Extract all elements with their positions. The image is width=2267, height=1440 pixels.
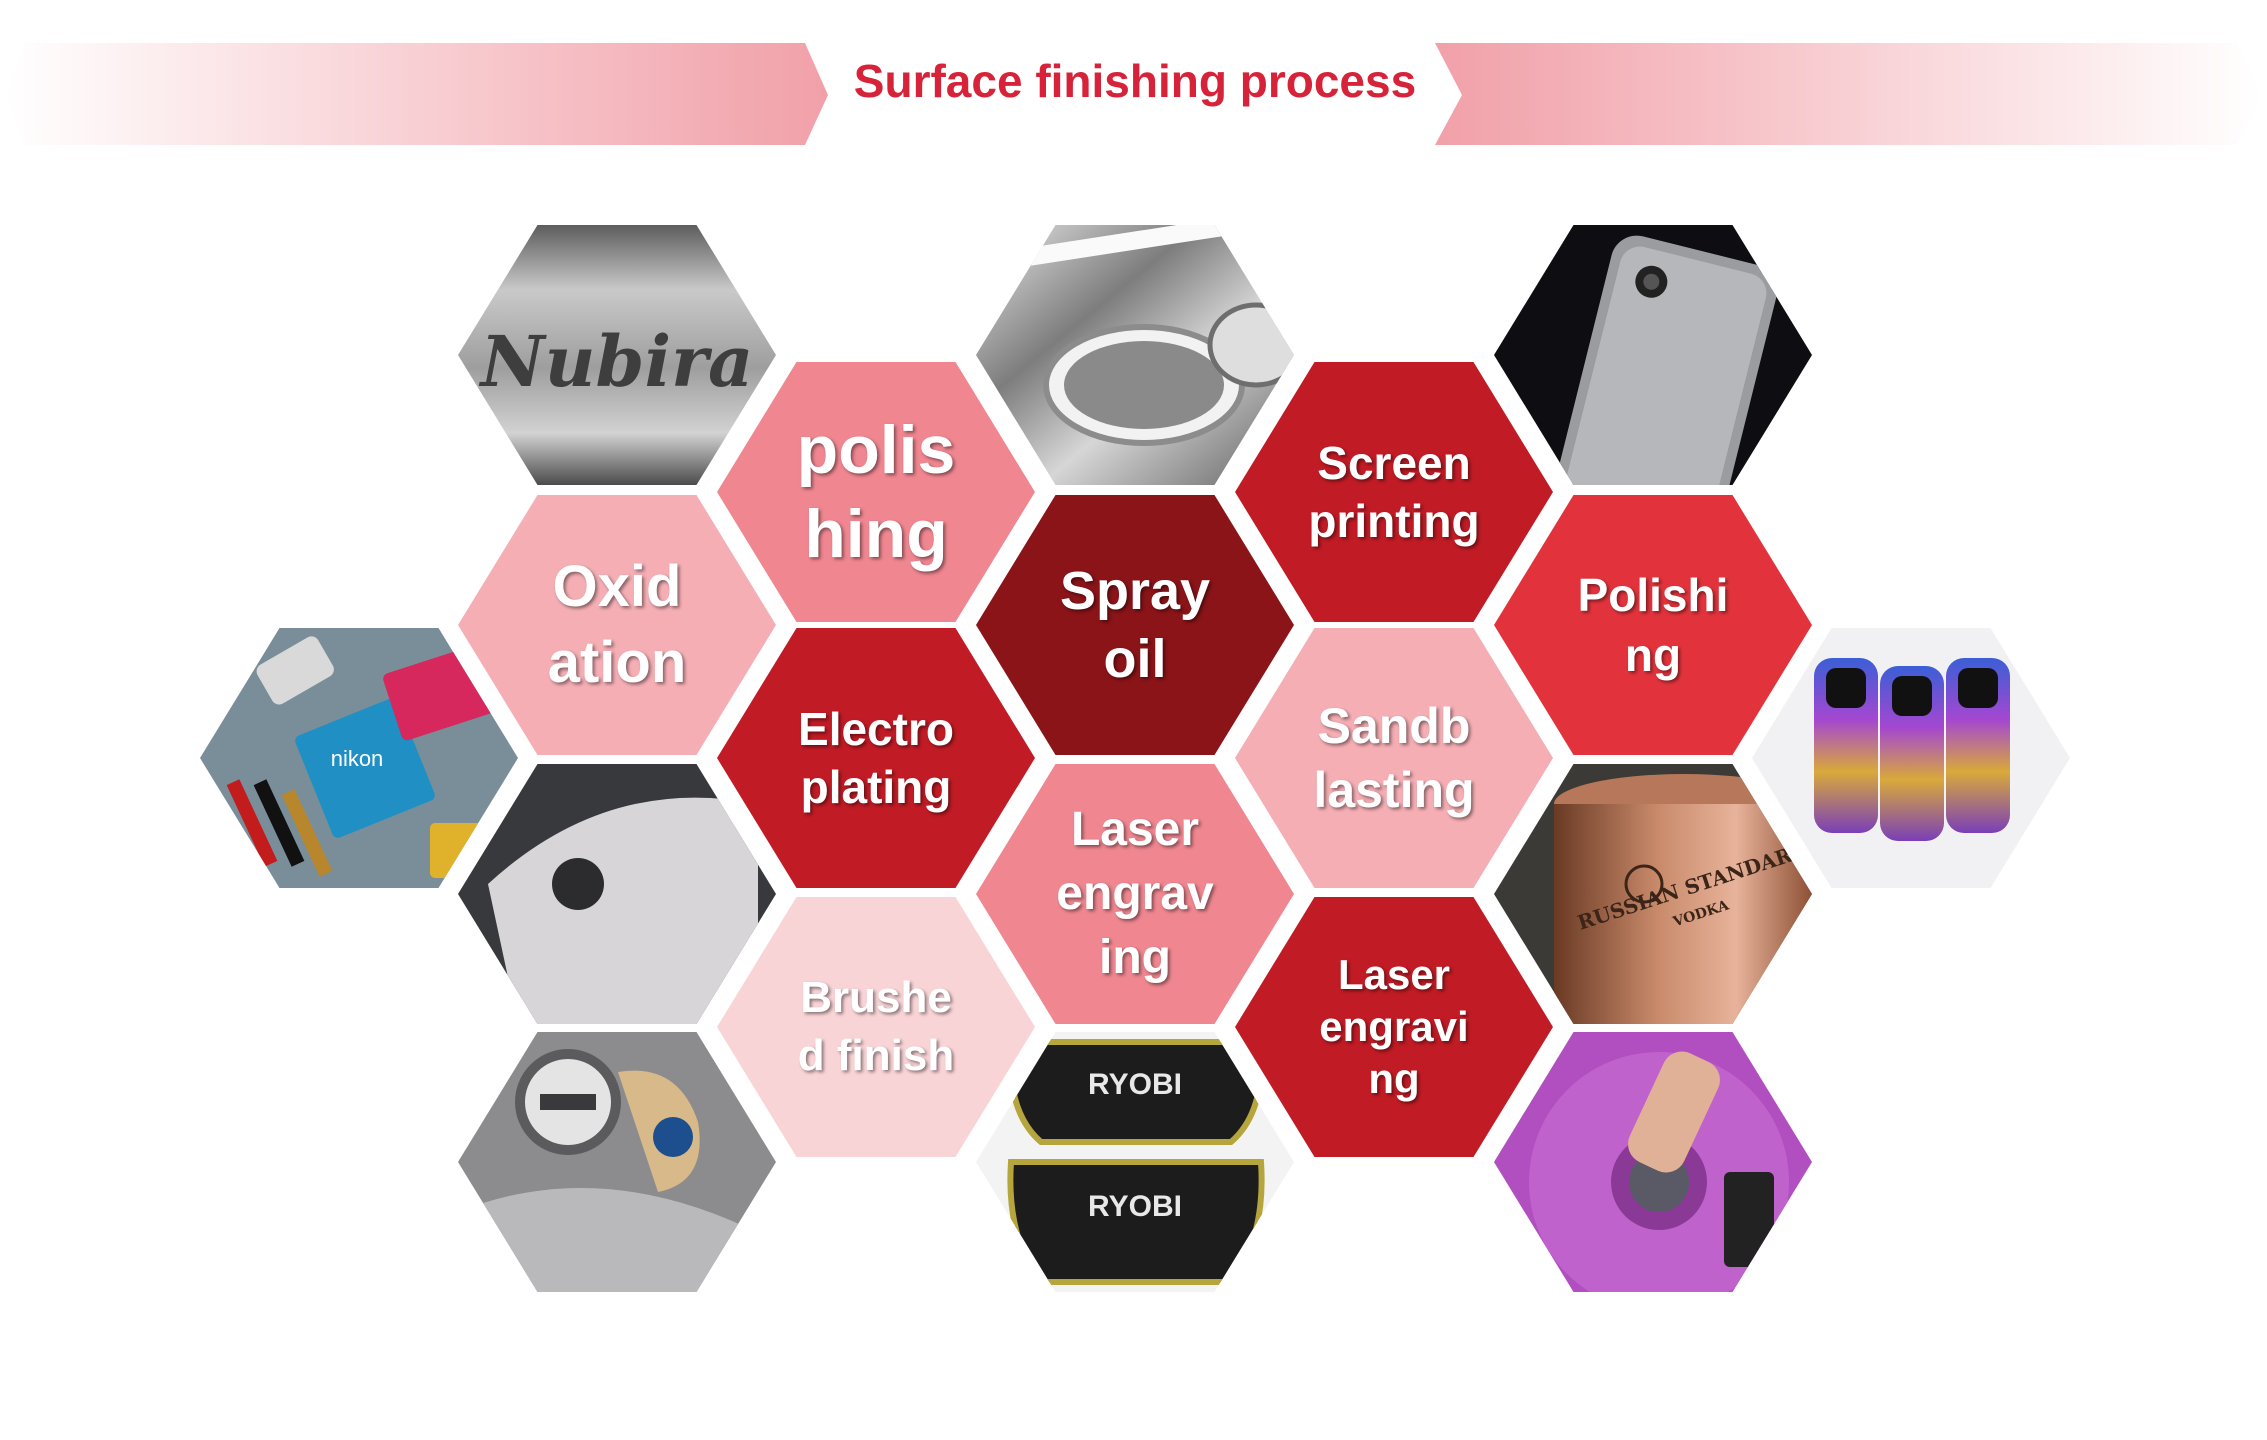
nubira-logo-text: Nubira: [480, 320, 754, 403]
photo-copper-mug: RUSSIAN STANDARD VODKA: [1494, 764, 1812, 1024]
hex-screen-printing: Screen printing: [1235, 362, 1553, 622]
photo-polished-metal-part: [458, 1032, 776, 1292]
photo-anodized-products: nikon: [200, 628, 518, 888]
banner-left-arrow: [5, 43, 828, 145]
nikon-text: nikon: [330, 746, 384, 771]
hex-laser-engraving-red: Laser engravi ng: [1235, 897, 1553, 1157]
hex-laser-engraving-pink: Laser engrav ing: [976, 764, 1294, 1024]
label-polishing-red: Polishi ng: [1577, 569, 1729, 681]
label-spray-oil: Spray oil: [1059, 561, 1211, 689]
ryobi-bottom-text: RYOBI: [1088, 1190, 1182, 1223]
hex-polishing-red: Polishi ng: [1494, 495, 1812, 755]
page-title: Surface finishing process: [853, 55, 1417, 107]
label-screen-printing: Screen printing: [1308, 437, 1480, 547]
banner-right-arrow: [1435, 43, 2262, 145]
photo-aluminum-profile: [458, 764, 776, 1024]
hex-brushed-finish: Brushe d finish: [717, 897, 1035, 1157]
label-brushed-finish: Brushe d finish: [797, 973, 955, 1080]
label-laser-engraving-red: Laser engravi ng: [1319, 951, 1469, 1102]
hex-polishing-main: polis hing: [717, 362, 1035, 622]
label-sandblasting: Sandb lasting: [1313, 698, 1475, 818]
label-electroplating: Electro plating: [798, 703, 954, 813]
label-laser-engraving-pink: Laser engrav ing: [1056, 803, 1214, 984]
label-oxidation: Oxid ation: [547, 554, 687, 695]
hex-spray-oil: Spray oil: [976, 495, 1294, 755]
photo-purple-wheel-cover: [1494, 1032, 1812, 1292]
hex-sandblasting: Sandb lasting: [1235, 628, 1553, 888]
photo-steel-tubes: [976, 225, 1294, 485]
label-polishing-main: polis hing: [796, 412, 956, 572]
photo-ryobi-pads: RYOBI RYOBI: [976, 1032, 1294, 1292]
hex-oxidation: Oxid ation: [458, 495, 776, 755]
title-banner: [5, 43, 2262, 145]
photo-brushed-phone: [1494, 225, 1812, 485]
ryobi-top-text: RYOBI: [1088, 1068, 1182, 1101]
hex-electroplating: Electro plating: [717, 628, 1035, 888]
photo-nubira-emblem: Nubira: [458, 225, 776, 485]
photo-rainbow-tubes: [1752, 628, 2070, 888]
